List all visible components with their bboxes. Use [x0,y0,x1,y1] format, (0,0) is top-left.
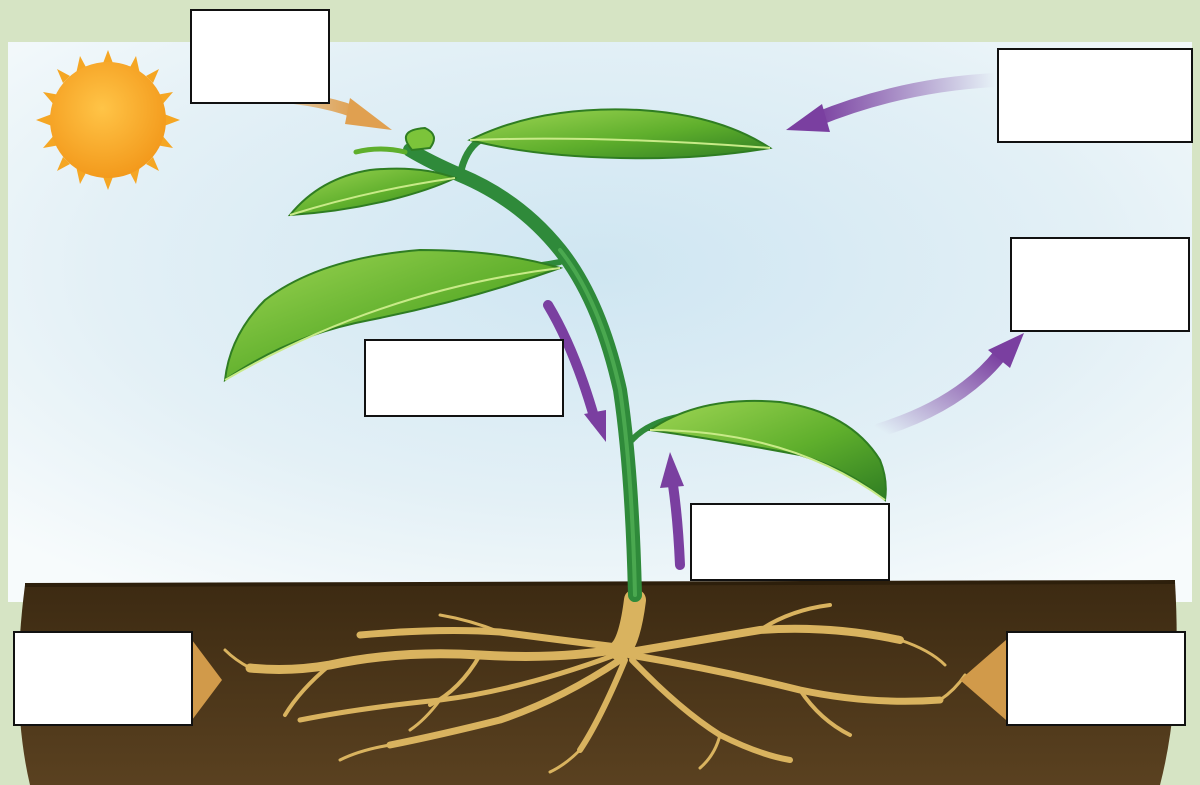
label-box-oxygen[interactable] [1010,237,1190,332]
label-box-soil-right[interactable] [1006,631,1186,726]
leaf-tip [406,128,434,150]
label-box-carbon-dioxide[interactable] [997,48,1193,143]
label-box-soil-left[interactable] [13,631,193,726]
label-box-sunlight[interactable] [190,9,330,104]
label-box-stem-water[interactable] [690,503,890,581]
label-box-stem-sugar[interactable] [364,339,564,417]
